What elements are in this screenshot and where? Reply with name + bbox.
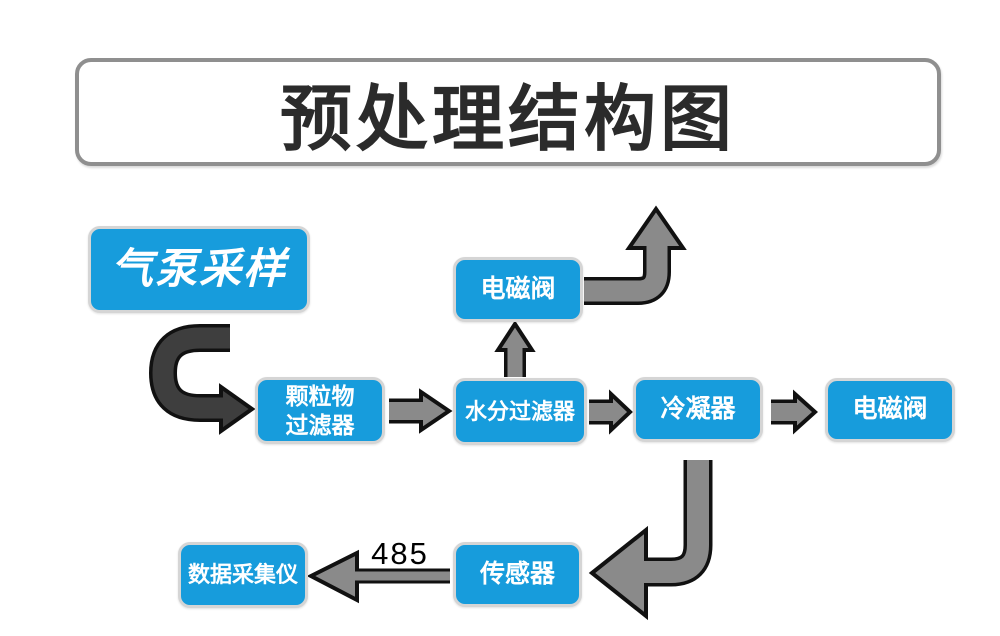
arrow-moisture-to-solenoid (494, 320, 536, 377)
node-label: 颗粒物 过滤器 (285, 382, 355, 438)
bus-485-label: 485 (371, 536, 429, 571)
node-label: 传感器 (479, 559, 555, 588)
node-solenoid-valve-top: 电磁阀 (453, 257, 583, 322)
arrow-moisture-to-condenser (589, 389, 633, 435)
node-solenoid-valve-right: 电磁阀 (825, 378, 955, 442)
arrow-condenser-to-sensor (588, 460, 713, 621)
node-condenser: 冷凝器 (633, 377, 763, 442)
node-label: 电磁阀 (480, 274, 556, 303)
arrow-sensor-to-logger (306, 549, 450, 604)
node-data-logger: 数据采集仪 (178, 542, 308, 608)
node-particulate-filter: 颗粒物 过滤器 (255, 377, 385, 444)
arrow-condenser-to-solenoid (771, 389, 818, 435)
title-box: 预处理结构图 (75, 58, 941, 166)
node-label: 冷凝器 (660, 394, 736, 423)
node-air-pump-sampling: 气泵采样 (88, 226, 310, 313)
arrow-particulate-to-moisture (389, 388, 453, 434)
node-label: 气泵采样 (110, 245, 287, 293)
node-label: 数据采集仪 (187, 562, 298, 588)
page-title: 预处理结构图 (279, 79, 736, 160)
arrow-solenoid-exhaust (584, 205, 687, 305)
arrow-pump-to-particulate (149, 324, 256, 435)
node-sensor: 传感器 (453, 542, 582, 607)
node-label: 水分过滤器 (464, 398, 575, 424)
node-label: 电磁阀 (852, 395, 928, 424)
node-moisture-filter: 水分过滤器 (453, 378, 587, 445)
